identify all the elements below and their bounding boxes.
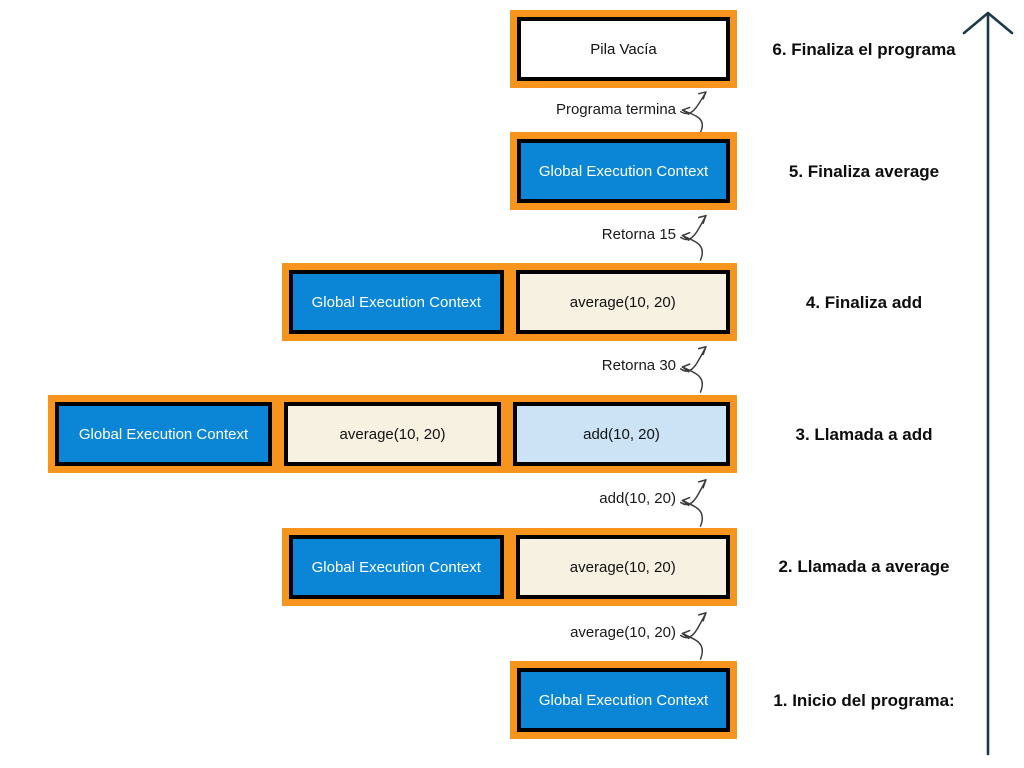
global-execution-context-box: Global Execution Context <box>55 402 272 466</box>
stage-label-1: 1. Inicio del programa: <box>773 691 955 710</box>
transition-label-returns-30: Retorna 30 <box>601 357 676 374</box>
global-execution-context-box: Global Execution Context <box>517 668 730 732</box>
global-execution-context-box: Global Execution Context <box>289 270 504 334</box>
stage-label-2: 2. Llamada a average <box>778 557 950 576</box>
squiggle-arrow-icon <box>679 345 707 393</box>
squiggle-arrow-icon <box>679 91 707 133</box>
transition-label-returns-15: Retorna 15 <box>601 226 676 243</box>
stack-frame-step-2: Global Execution Context average(10, 20) <box>282 528 737 606</box>
timeline-arrow-icon <box>962 11 1014 756</box>
transition-label-add-call: add(10, 20) <box>599 490 676 507</box>
average-frame-box: average(10, 20) <box>515 270 730 334</box>
transition-label-program-ends: Programa termina <box>555 101 676 118</box>
transition-label-average-call: average(10, 20) <box>570 624 676 641</box>
squiggle-arrow-icon <box>679 479 707 527</box>
stage-label-5: 5. Finaliza average <box>788 162 940 181</box>
squiggle-arrow-icon <box>679 214 707 261</box>
average-frame-box: average(10, 20) <box>515 535 730 599</box>
stack-frame-step-5: Global Execution Context <box>510 132 737 210</box>
stage-label-4: 4. Finaliza add <box>805 293 923 312</box>
empty-stack-box: Pila Vacía <box>517 17 730 81</box>
global-execution-context-box: Global Execution Context <box>289 535 504 599</box>
stack-frame-step-4: Global Execution Context average(10, 20) <box>282 263 737 341</box>
stage-label-3: 3. Llamada a add <box>795 425 933 444</box>
average-frame-box: average(10, 20) <box>284 402 501 466</box>
stack-frame-step-1: Global Execution Context <box>510 661 737 739</box>
global-execution-context-box: Global Execution Context <box>517 139 730 203</box>
stack-frame-step-3: Global Execution Context average(10, 20)… <box>48 395 737 473</box>
stack-frame-step-6: Pila Vacía <box>510 10 737 88</box>
stage-label-6: 6. Finaliza el programa <box>772 40 956 59</box>
squiggle-arrow-icon <box>679 612 707 660</box>
add-frame-box: add(10, 20) <box>513 402 730 466</box>
